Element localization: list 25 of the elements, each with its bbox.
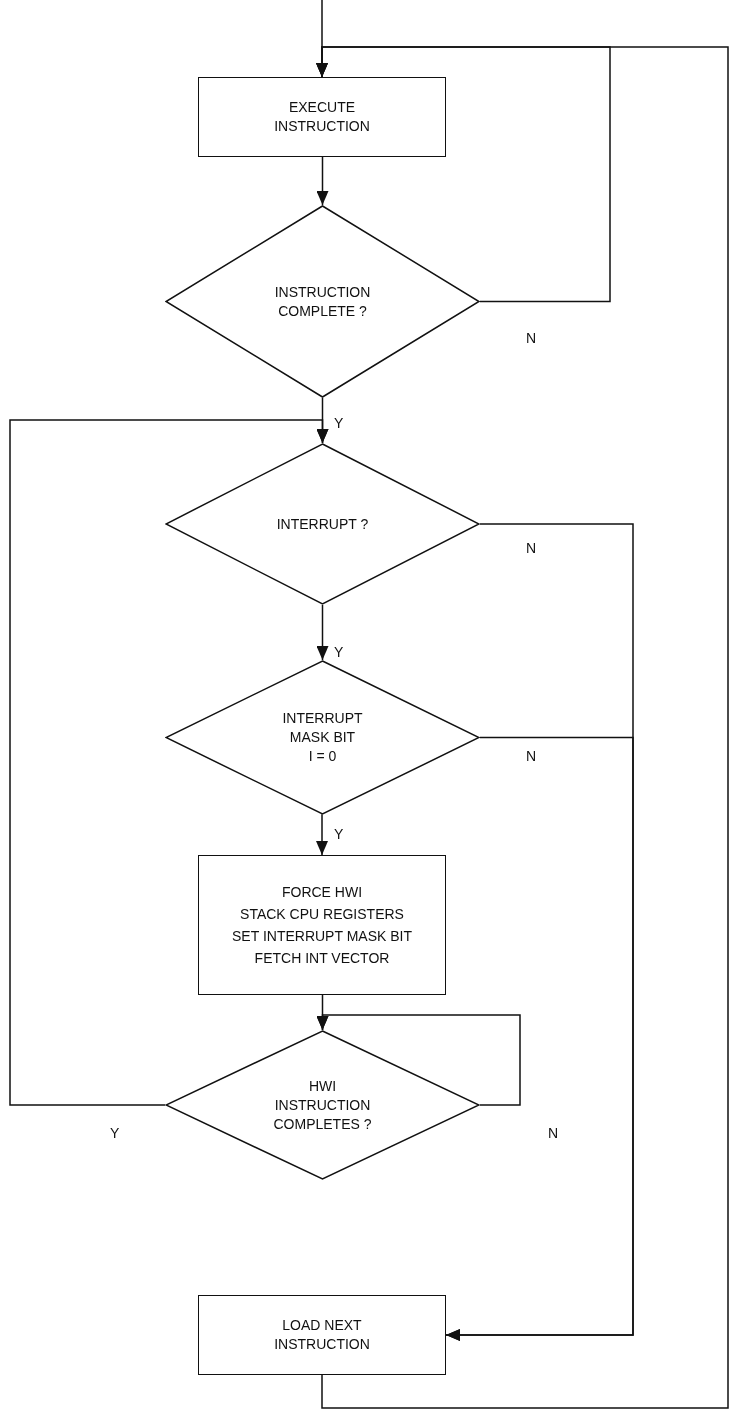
decision-text: INSTRUCTION COMPLETE ?: [273, 282, 372, 321]
process-text: FETCH INT VECTOR: [254, 948, 390, 968]
process-text: SET INTERRUPT MASK BIT: [232, 926, 412, 946]
edge-label: Y: [332, 826, 346, 842]
arrow: [316, 46, 611, 303]
decision-text: INTERRUPT ?: [276, 514, 369, 534]
decision-text: I = 0: [308, 747, 337, 766]
decision-text: HWI INSTRUCTION COMPLETES ?: [272, 1076, 373, 1134]
process-text: STACK CPU REGISTERS: [240, 904, 404, 924]
edge-label: Y: [108, 1125, 122, 1141]
process-text: EXECUTE INSTRUCTION: [273, 98, 371, 136]
process-box: [198, 1295, 446, 1375]
process-text: LOAD NEXT INSTRUCTION: [273, 1316, 371, 1354]
arrow: [316, 156, 329, 206]
arrow: [316, 814, 328, 856]
arrow: [445, 736, 634, 1341]
edge-label: Y: [332, 415, 346, 431]
decision-text: INTERRUPT MASK BIT: [281, 709, 364, 747]
edge-label: Y: [332, 644, 346, 660]
process-text: FORCE HWI: [281, 882, 363, 902]
process-box: [198, 855, 446, 995]
arrow: [316, 1014, 521, 1106]
arrow: [316, 604, 329, 661]
arrow: [9, 419, 329, 1106]
process-box: [198, 77, 446, 157]
